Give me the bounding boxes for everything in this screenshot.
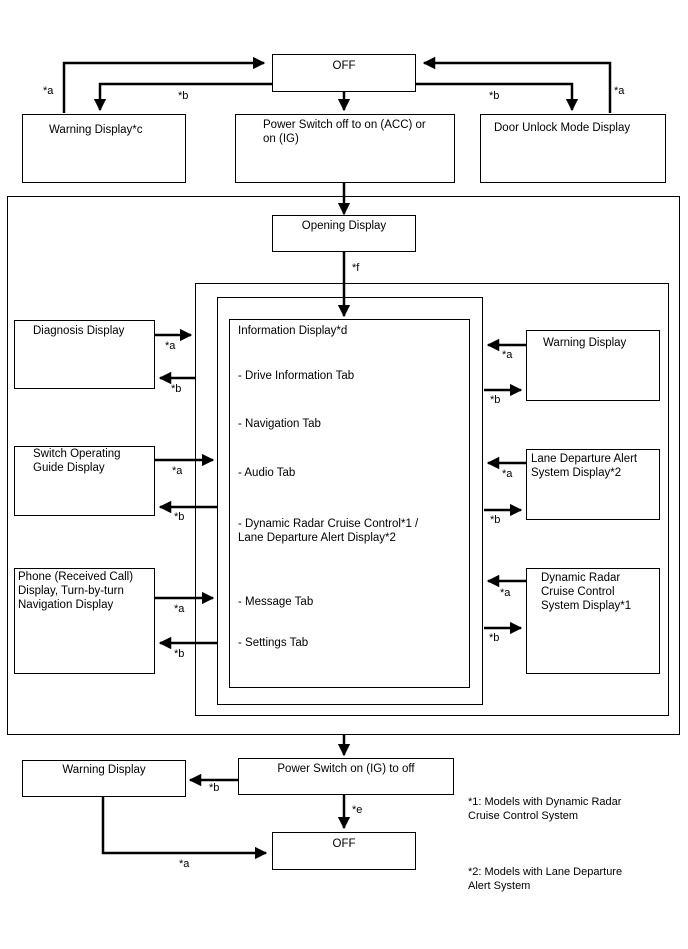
power-switch-off-label: Power Switch on (IG) to off: [277, 763, 415, 775]
phone-navigation-label: Phone (Received Call) Display, Turn-by-t…: [18, 571, 134, 611]
tag-b-phone: *b: [174, 648, 185, 660]
settings-tab: - Settings Tab: [238, 637, 309, 649]
off-label-top: OFF: [332, 60, 356, 72]
door-unlock-label: Door Unlock Mode Display: [494, 122, 631, 134]
tag-b-radar: *b: [489, 632, 500, 644]
warning-display-top-label: Warning Display*c: [49, 124, 143, 136]
arrow-warning-to-off-bottom: [101, 797, 268, 860]
arrow-warning-to-off: [62, 56, 266, 113]
arrow-off-to-warning: [93, 82, 272, 112]
radar-cruise-box: Dynamic Radar Cruise Control System Disp…: [526, 568, 660, 674]
warning-display-bottom-label: Warning Display: [62, 764, 146, 776]
information-display-box: Information Display*d - Drive Informatio…: [229, 319, 470, 688]
tag-a-phone: *a: [174, 603, 185, 615]
information-display-title: Information Display*d: [238, 325, 348, 337]
phone-navigation-box: Phone (Received Call) Display, Turn-by-t…: [14, 568, 155, 674]
drive-information-tab: - Drive Information Tab: [238, 370, 355, 382]
info-middle-frame: [217, 297, 483, 705]
tag-b-lane: *b: [490, 514, 501, 526]
warning-display-right-label: Warning Display: [543, 337, 627, 349]
info-outer-frame: [195, 283, 669, 716]
message-tab: - Message Tab: [238, 596, 314, 608]
navigation-tab: - Navigation Tab: [238, 418, 321, 430]
tag-a-lane: *a: [502, 468, 513, 480]
lane-departure-label: Lane Departure Alert System Display*2: [531, 453, 638, 479]
off-box-top: OFF: [272, 54, 416, 92]
tag-b-warning-right: *b: [490, 394, 501, 406]
footnote-1: *1: Models with Dynamic Radar Cruise Con…: [468, 796, 622, 822]
switch-guide-label: Switch Operating Guide Display: [33, 448, 121, 474]
warning-display-top-box: Warning Display*c: [22, 114, 186, 183]
off-box-bottom: OFF: [272, 832, 416, 870]
power-switch-on-label: Power Switch off to on (ACC) or on (IG): [263, 119, 426, 145]
tag-a-diagnosis: *a: [165, 340, 176, 352]
tag-a-warning-right: *a: [502, 349, 513, 361]
radar-lane-tab: - Dynamic Radar Cruise Control*1 / Lane …: [238, 518, 419, 544]
opening-display-box: Opening Display: [272, 215, 416, 252]
opening-display-label: Opening Display: [301, 220, 387, 232]
door-unlock-box: Door Unlock Mode Display: [480, 114, 666, 183]
arrow-door-unlock-to-off: [422, 56, 612, 113]
tag-a-switch-guide: *a: [172, 465, 183, 477]
tag-b-switch-guide: *b: [174, 511, 185, 523]
tag-f: *f: [352, 262, 360, 274]
tag-b-bottom: *b: [209, 782, 220, 794]
tag-a-top-right: *a: [614, 85, 625, 97]
tag-a-radar: *a: [500, 587, 511, 599]
tag-a-bottom: *a: [179, 858, 190, 870]
tag-b-top-left: *b: [178, 90, 189, 102]
power-switch-on-box: Power Switch off to on (ACC) or on (IG): [235, 114, 455, 183]
radar-cruise-label: Dynamic Radar Cruise Control System Disp…: [541, 572, 632, 612]
power-switch-off-box: Power Switch on (IG) to off: [238, 758, 454, 795]
footnote-2: *2: Models with Lane Departure Alert Sys…: [468, 866, 623, 892]
switch-guide-box: Switch Operating Guide Display: [14, 446, 155, 516]
arrow-off-to-door-unlock: [416, 82, 579, 112]
tag-b-top-right: *b: [489, 90, 500, 102]
tag-a-top-left: *a: [43, 85, 54, 97]
off-label-bottom: OFF: [332, 838, 356, 850]
warning-display-right-box: Warning Display: [526, 330, 660, 401]
tag-b-diagnosis: *b: [171, 383, 182, 395]
main-frame: [7, 196, 680, 735]
lane-departure-box: Lane Departure Alert System Display*2: [526, 449, 660, 520]
diagnosis-display-label: Diagnosis Display: [33, 325, 125, 337]
diagnosis-display-box: Diagnosis Display: [14, 320, 155, 389]
warning-display-bottom-box: Warning Display: [22, 760, 186, 797]
tag-e: *e: [352, 804, 363, 816]
audio-tab: - Audio Tab: [238, 467, 296, 479]
